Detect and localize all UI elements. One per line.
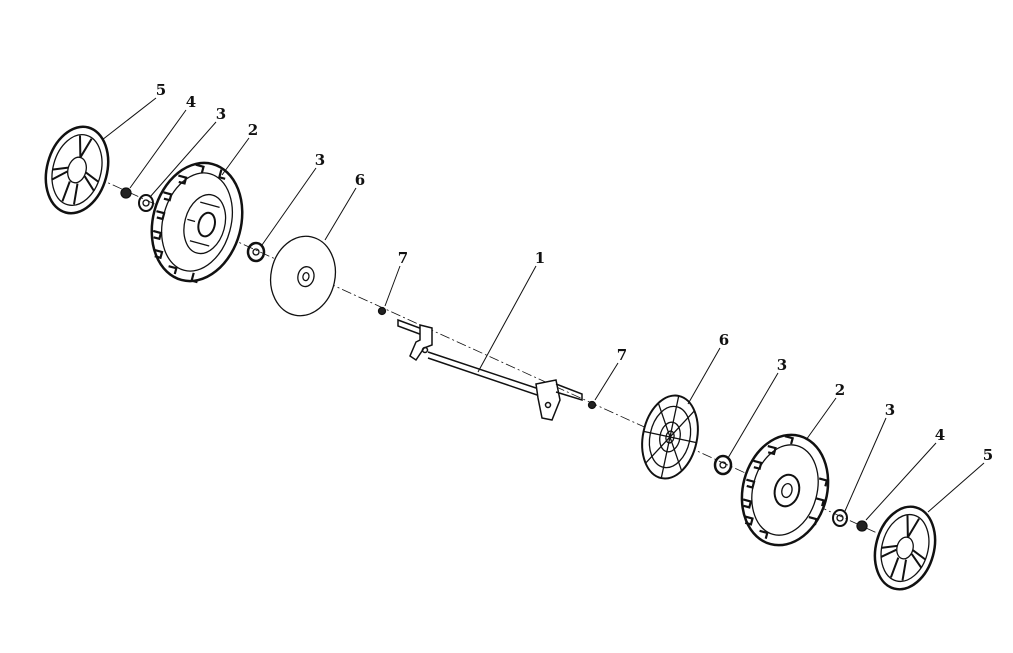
callout-3-left-washer: 3 bbox=[215, 105, 227, 123]
wheel-right bbox=[740, 433, 830, 547]
axle bbox=[397, 318, 583, 421]
washer-right-outer bbox=[832, 509, 848, 527]
nut-left bbox=[120, 187, 132, 199]
callout-5-right: 5 bbox=[982, 446, 994, 464]
callout-7-left: 7 bbox=[397, 249, 409, 267]
disc-left bbox=[269, 235, 337, 317]
hubcap-right bbox=[873, 505, 937, 591]
callout-2-left: 2 bbox=[247, 121, 259, 139]
bearing-right bbox=[713, 454, 733, 476]
callout-3-left-bearing: 3 bbox=[314, 151, 326, 169]
callout-5-left: 5 bbox=[155, 81, 167, 99]
disc-right bbox=[641, 394, 699, 480]
nut-right bbox=[856, 520, 868, 532]
pin-left bbox=[377, 306, 387, 316]
wheel-left bbox=[150, 161, 244, 284]
callout-3-right-bearing: 3 bbox=[776, 356, 788, 374]
callout-4-right: 4 bbox=[934, 426, 946, 444]
callout-3-right-washer: 3 bbox=[884, 401, 896, 419]
hubcap-left bbox=[44, 125, 110, 215]
washer-left-outer bbox=[138, 194, 154, 212]
callout-1-axle: 1 bbox=[534, 249, 546, 267]
callout-6-left: 6 bbox=[354, 171, 366, 189]
leader-lines bbox=[101, 97, 985, 521]
callout-6-right: 6 bbox=[718, 331, 730, 349]
callout-2-right: 2 bbox=[834, 381, 846, 399]
callout-7-right: 7 bbox=[616, 346, 628, 364]
pin-right bbox=[587, 400, 597, 410]
bearing-left bbox=[246, 241, 266, 263]
callout-4-left: 4 bbox=[185, 93, 197, 111]
